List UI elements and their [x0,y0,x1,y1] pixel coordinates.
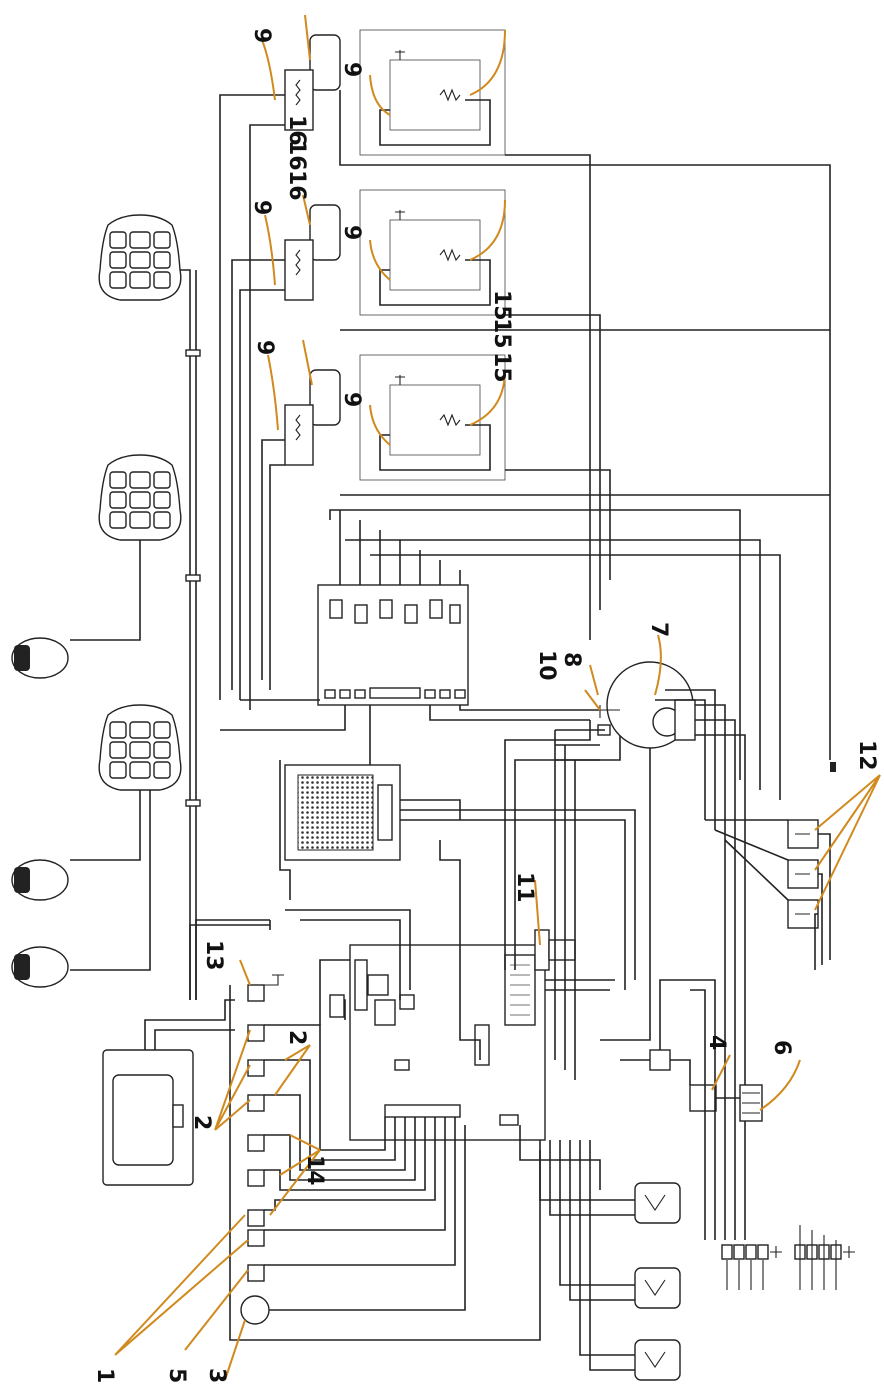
relay-board [220,509,781,820]
keypad-middle [98,454,182,541]
contactors [705,762,836,970]
callout-9: 9 [339,392,364,407]
sensors [519,1125,681,1381]
callout-12: 12 [854,740,879,771]
keypad-bottom [98,704,182,791]
callout-16: 16 [284,170,309,201]
push-button-1 [11,637,69,679]
callout-8: 8 [559,652,584,667]
callout-1: 1 [92,1368,117,1383]
terminal-blocks [620,979,855,1290]
push-button-2 [11,859,69,901]
callout-9: 9 [249,28,274,43]
callout-13: 13 [201,940,226,971]
callout-labels: 9 9 9 9 9 9 16 16 16 15 15 15 10 8 7 11 … [92,28,879,1383]
callout-11: 11 [512,872,537,903]
callout-5: 5 [164,1368,189,1383]
callout-16: 16 [284,140,309,171]
callout-2: 2 [189,1115,214,1130]
control-panel-column [102,959,541,1341]
callout-9: 9 [339,225,364,240]
callout-6: 6 [769,1040,794,1055]
callout-16: 16 [284,115,309,146]
leader-lines [114,14,881,1381]
keypad-top [98,214,182,301]
power-supply [279,760,636,990]
callout-9: 9 [249,200,274,215]
callout-14: 14 [302,1155,327,1186]
callout-15: 15 [489,318,514,349]
mains-terminal-1 [721,1244,782,1290]
callout-9: 9 [252,340,277,355]
main-controller-board [285,720,621,1141]
callout-10: 10 [534,650,559,681]
callout-4: 4 [704,1035,729,1050]
callout-2: 2 [284,1030,309,1045]
mains-terminal-2 [794,1225,855,1290]
callout-15: 15 [489,290,514,321]
callout-9: 9 [339,62,364,77]
motor-assembly [554,661,746,1240]
handset-column [11,214,271,1000]
push-button-3 [11,946,69,988]
callout-3: 3 [204,1368,229,1383]
callout-7: 7 [646,622,671,637]
heating-modules [219,29,831,760]
callout-15: 15 [489,352,514,383]
